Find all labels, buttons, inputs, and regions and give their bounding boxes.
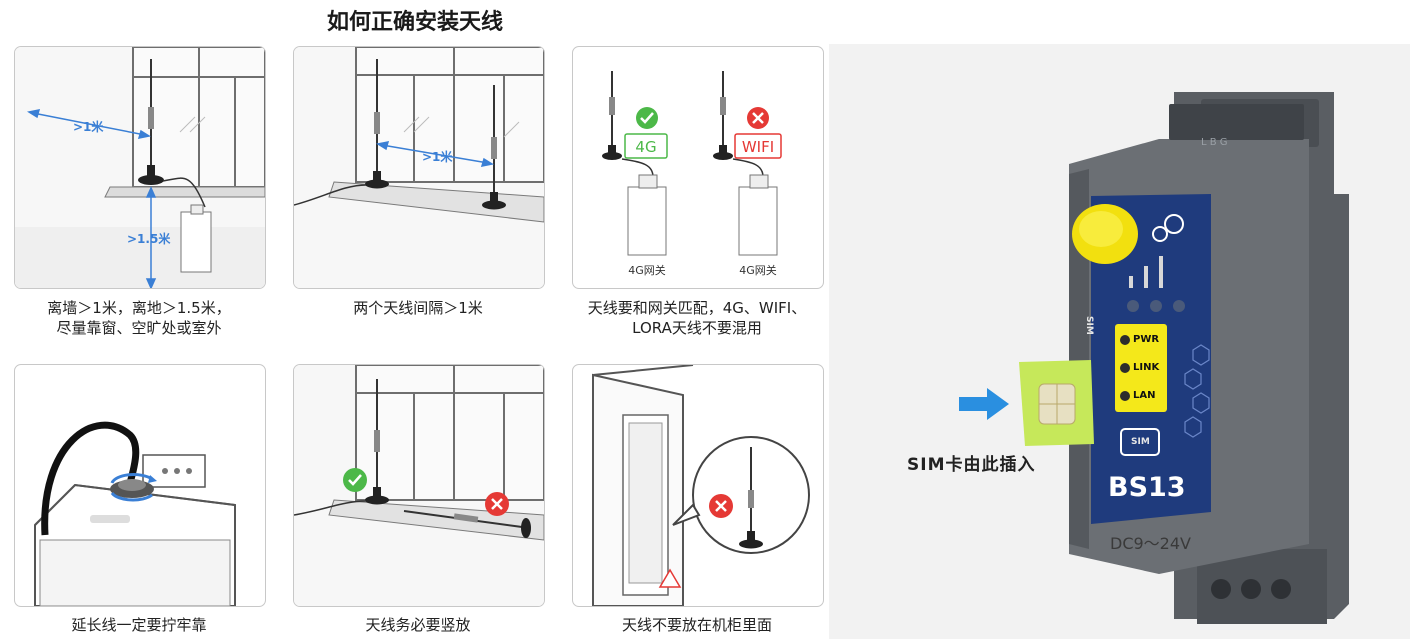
label-antenna-gap: >1米 <box>422 149 453 164</box>
illustration-distance: >1米 >1.5米 <box>15 47 265 288</box>
label-ground-distance: >1.5米 <box>127 231 171 246</box>
caption-matching: 天线要和网关匹配，4G、WIFI、 LORA天线不要混用 <box>587 299 807 337</box>
sim-slot-icon <box>1120 428 1160 456</box>
badge-4g: 4G <box>635 138 656 156</box>
illustration-matching: 4G WIFI 4G网关 4G网关 <box>602 71 782 277</box>
gateway-label-right: 4G网关 <box>739 263 777 277</box>
product-photo: SIM卡由此插入 SIM PWR LINK LAN SIM BS13 DC9～2… <box>829 44 1410 639</box>
card-cabinet <box>572 364 824 607</box>
caption-spacing: 两个天线间隔＞1米 <box>353 299 483 317</box>
card-vertical <box>293 364 545 607</box>
led-pwr-icon <box>1120 335 1130 345</box>
caption-cabinet: 天线不要放在机柜里面 <box>621 616 772 634</box>
logo-icon <box>1164 214 1184 234</box>
illustration-cabinet <box>592 365 810 606</box>
led-label-lan: LAN <box>1133 390 1156 401</box>
sim-insert-label: SIM卡由此插入 <box>907 455 1036 475</box>
illustration-spacing: >1米 <box>294 47 544 288</box>
model-label: BS13 <box>1108 472 1186 503</box>
led-link-icon <box>1120 363 1130 373</box>
illustration-extension <box>34 421 236 606</box>
card-spacing: >1米 <box>293 46 545 289</box>
led-label-pwr: PWR <box>1133 334 1160 345</box>
led-label-link: LINK <box>1133 362 1160 373</box>
label-wall-distance: >1米 <box>73 119 104 134</box>
led-panel <box>1115 324 1167 412</box>
led-lan-icon <box>1120 391 1130 401</box>
card-extension <box>14 364 266 607</box>
caption-extension: 延长线一定要拧牢靠 <box>71 616 207 634</box>
card-matching: 4G WIFI 4G网关 4G网关 <box>572 46 824 289</box>
voltage-label: DC9～24V <box>1110 534 1191 553</box>
arrow-right-icon <box>959 388 1009 420</box>
warning-icon <box>658 568 682 588</box>
caption-vertical: 天线务必要竖放 <box>365 616 471 634</box>
illustration-vertical <box>294 365 544 606</box>
badge-wifi: WIFI <box>742 138 774 156</box>
side-sim-label: SIM <box>1084 316 1094 335</box>
device-illustration <box>959 92 1349 624</box>
page-title: 如何正确安装天线 <box>326 10 503 35</box>
card-distance: >1米 >1.5米 <box>14 46 266 289</box>
sim-slot-label: SIM <box>1131 437 1150 447</box>
gateway-label-left: 4G网关 <box>628 263 666 277</box>
caption-distance: 离墙＞1米，离地＞1.5米， 尽量靠窗、空旷处或室外 <box>47 299 231 337</box>
top-letters: L B G <box>1201 137 1228 148</box>
